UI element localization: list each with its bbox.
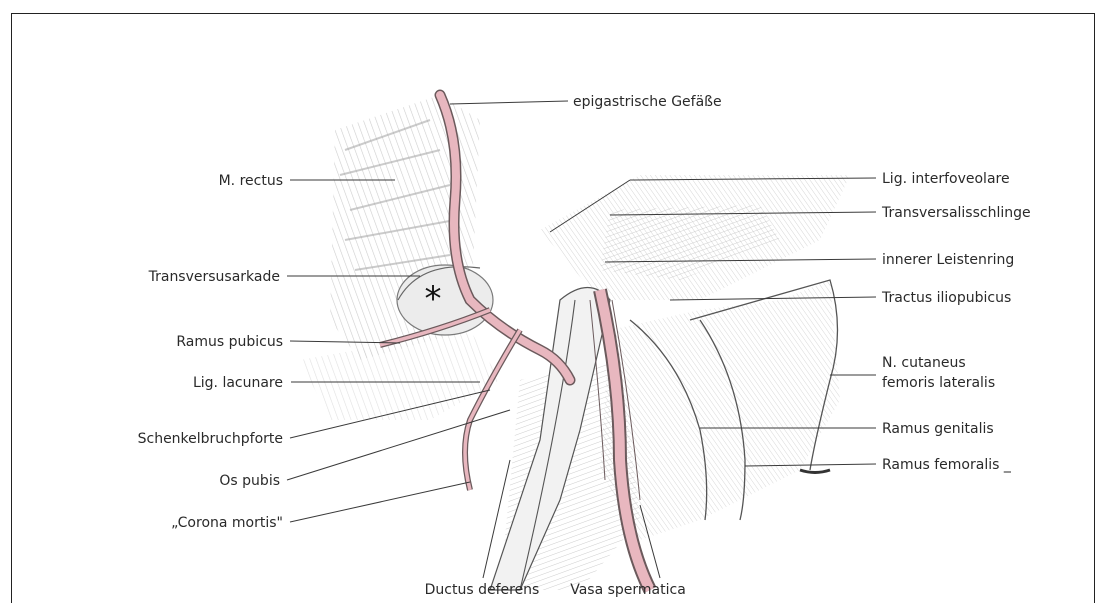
leader-epigastrische [450, 101, 568, 104]
label-m-rectus: M. rectus [219, 173, 283, 189]
label-os-pubis: Os pubis [219, 473, 280, 489]
label-n-cutaneus-line1: N. cutaneus [882, 355, 966, 371]
label-epigastrische-gefaesse: epigastrische Gefäße [573, 94, 722, 110]
label-ramus-pubicus: Ramus pubicus [176, 334, 283, 350]
label-transversusarkade: Transversusarkade [148, 269, 280, 285]
label-corona-mortis: „Corona mortis" [171, 515, 283, 531]
lacunar-area-shading [300, 330, 500, 420]
label-tractus-iliopubicus: Tractus iliopubicus [881, 290, 1011, 306]
label-ramus-genitalis: Ramus genitalis [882, 421, 994, 437]
label-vasa-spermatica: Vasa spermatica [570, 582, 686, 598]
leader-os-pubis [287, 410, 510, 480]
label-ductus-deferens: Ductus deferens [425, 582, 540, 598]
femoral-branch-tip [800, 470, 830, 473]
leader-corona-mortis [290, 482, 470, 522]
label-n-cutaneus-line2: femoris lateralis [882, 375, 995, 391]
label-schenkelbruchpforte: Schenkelbruchpforte [138, 431, 283, 447]
label-lig-interfoveolare: Lig. interfoveolare [882, 171, 1010, 187]
label-innerer-leistenring: innerer Leistenring [882, 252, 1014, 268]
label-transversalisschlinge: Transversalisschlinge [881, 205, 1031, 221]
label-ramus-femoralis: Ramus femoralis _ [882, 457, 1012, 473]
label-lig-lacunare: Lig. lacunare [193, 375, 283, 391]
asterisk-marker: * [425, 279, 442, 319]
